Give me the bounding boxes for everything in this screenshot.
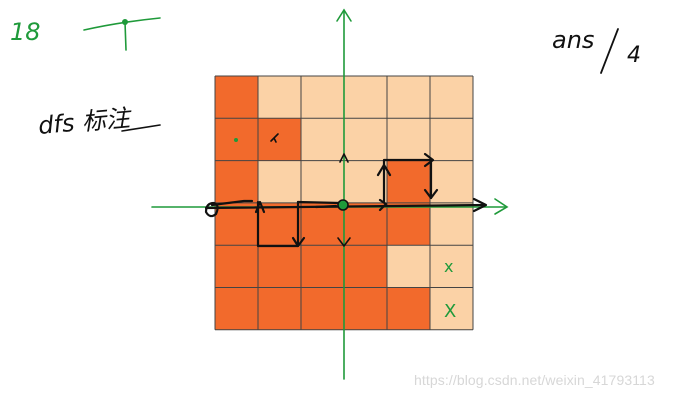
grid-cell-r3-c4	[387, 202, 430, 246]
small-ink-mark	[270, 133, 279, 143]
grid-cell-r1-c4	[387, 118, 430, 161]
x-axis-arrowhead	[494, 198, 509, 215]
answer-denominator: 4	[627, 43, 641, 68]
grid-cell-r2-c4	[387, 160, 430, 203]
grid-cell-r2-c3	[344, 160, 387, 203]
watermark-url: https://blog.csdn.net/weixin_41793113	[414, 372, 655, 388]
grid-cell-r5-c2	[301, 287, 344, 330]
grid-cell-r5-c0	[215, 287, 258, 330]
grid-cell-r0-c3	[344, 76, 387, 119]
grid-cell-r3-c2	[301, 202, 344, 246]
grid-cell-r0-c2	[301, 76, 344, 119]
grid-cell-r2-c1	[258, 160, 301, 203]
grid-cell-r4-c2	[301, 245, 344, 288]
grid-cell-r0-c5	[430, 76, 473, 119]
cross-mark-upper: x	[444, 257, 453, 276]
cross-mark-lower: X	[444, 301, 456, 322]
grid-cell-r2-c5	[430, 160, 473, 203]
dfs-note-underline	[121, 124, 161, 132]
grid-cell-r5-c3	[344, 287, 387, 330]
grid-cell-r4-c3	[344, 245, 387, 288]
grid-cell-r4-c1	[258, 245, 301, 288]
grid-cell-r1-c1	[258, 118, 301, 161]
grid-cell-r1-c5	[430, 118, 473, 161]
sketch-number-label: 18	[10, 18, 41, 46]
grid-cell-r5-c5	[430, 287, 473, 330]
grid-cell-r0-c1	[258, 76, 301, 119]
answer-slash	[600, 28, 619, 74]
grid-cell-r4-c4	[387, 245, 430, 288]
dfs-note: dfs 标注	[37, 104, 134, 140]
grid-cell-r2-c0	[215, 160, 258, 203]
y-axis-arrowhead	[336, 8, 352, 22]
grid-cell-r1-c2	[301, 118, 344, 161]
grid-cell-r4-c5	[430, 245, 473, 288]
grid-cell-r1-c3	[344, 118, 387, 161]
answer-numerator: ans	[552, 26, 594, 54]
grid-cells	[215, 76, 473, 330]
origin-marker	[337, 199, 349, 211]
grid-cell-r3-c0	[215, 202, 258, 246]
grid-cell-r5-c1	[258, 287, 301, 330]
grid-cell-r0-c0	[215, 76, 258, 119]
grid-cell-r0-c4	[387, 76, 430, 119]
grid-cell-r2-c2	[301, 160, 344, 203]
grid-cell-r5-c4	[387, 287, 430, 330]
t-shape-sketch	[83, 17, 161, 51]
green-dot-mark	[234, 138, 238, 142]
t-shape-dot	[122, 19, 128, 25]
grid-cell-r4-c0	[215, 245, 258, 288]
grid-cell-r3-c5	[430, 202, 473, 246]
